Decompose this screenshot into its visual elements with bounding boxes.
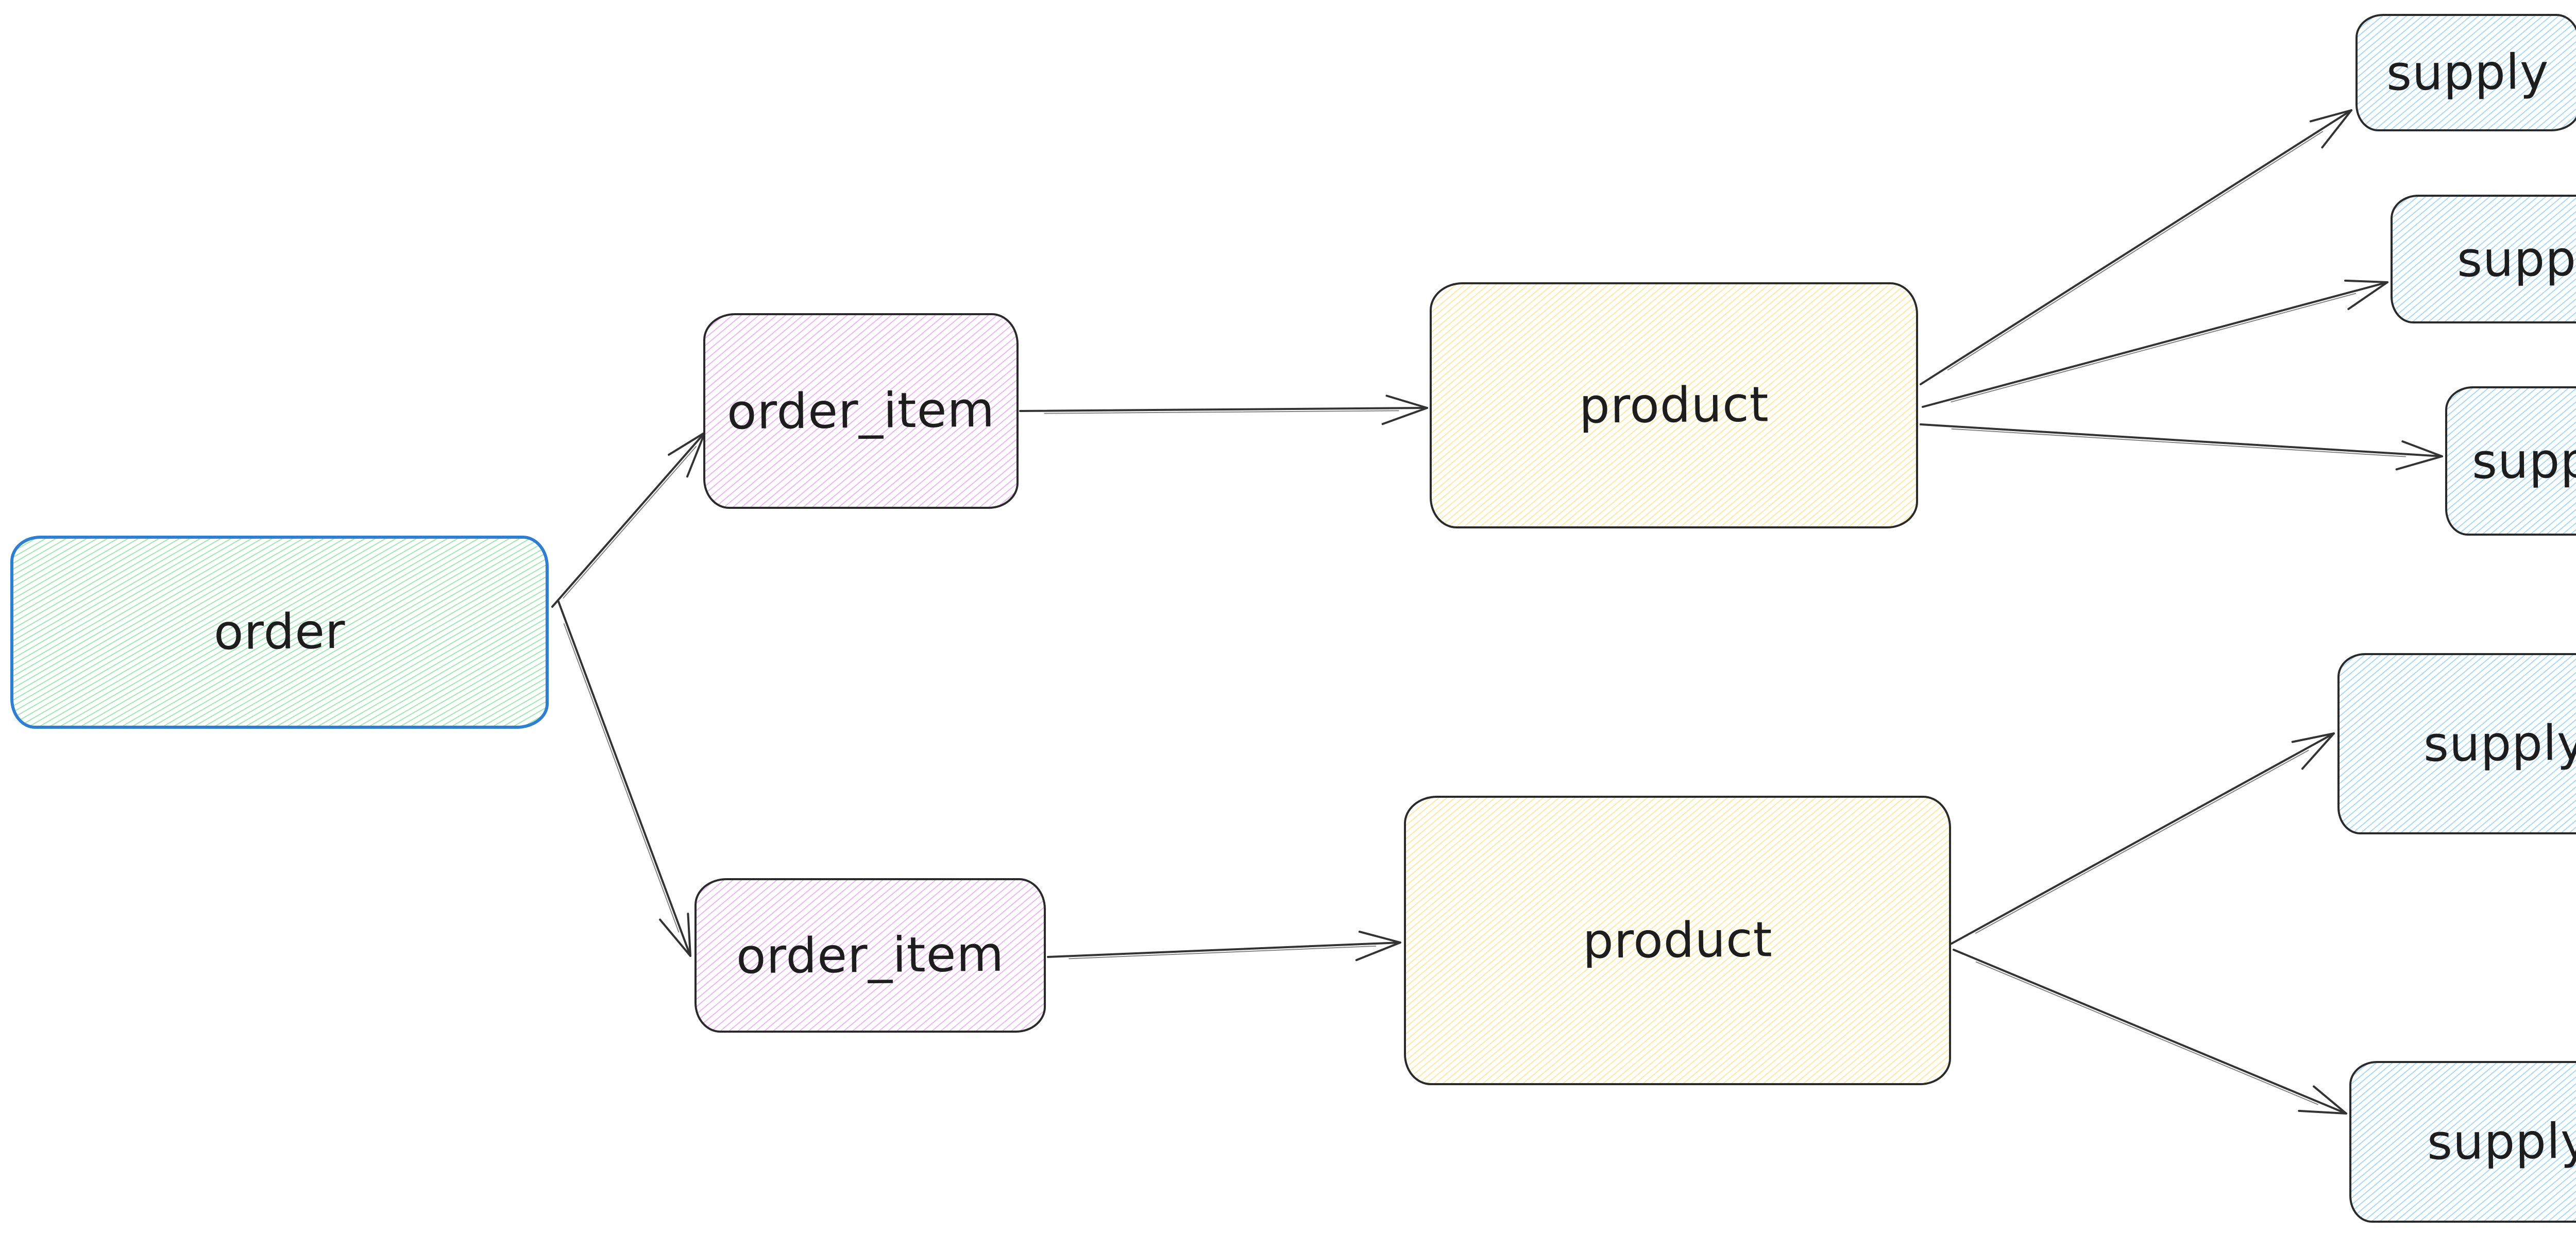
node-supply-4: supply (2337, 653, 2576, 834)
node-product-1: product (1430, 282, 1918, 528)
node-order-label: order (213, 603, 346, 661)
edge-product_1-to-supply_2 (1922, 279, 2388, 408)
node-supply-5-label: supply (2427, 1113, 2576, 1171)
edge-product_2-to-supply_5 (1953, 949, 2347, 1115)
node-supply-5: supply (2349, 1061, 2576, 1223)
node-order-item-2-label: order_item (736, 926, 1005, 985)
node-order: order (10, 536, 549, 729)
node-order-item-1: order_item (703, 313, 1019, 509)
edge-order-to-order_item_2 (557, 601, 691, 957)
node-supply-2: supply (2391, 195, 2576, 323)
node-order-item-1-label: order_item (726, 382, 995, 440)
node-supply-3-label: supply (2471, 432, 2576, 490)
node-supply-1-label: supply (2386, 44, 2550, 101)
node-product-2: product (1404, 796, 1951, 1085)
edge-product_1-to-supply_3 (1920, 423, 2443, 471)
edge-product_1-to-supply_1 (1920, 109, 2352, 385)
edge-product_2-to-supply_4 (1951, 732, 2335, 945)
edge-order_item_1-to-product_1 (1019, 395, 1428, 425)
edge-order-to-order_item_1 (551, 432, 706, 608)
node-supply-2-label: supply (2456, 230, 2576, 288)
edge-order_item_2-to-product_2 (1047, 930, 1401, 962)
node-order-item-2: order_item (694, 878, 1046, 1033)
node-supply-1: supply (2355, 14, 2576, 131)
node-supply-3: supply (2445, 386, 2576, 536)
node-supply-4-label: supply (2423, 715, 2576, 773)
node-product-1-label: product (1579, 376, 1769, 435)
node-product-2-label: product (1582, 911, 1773, 970)
